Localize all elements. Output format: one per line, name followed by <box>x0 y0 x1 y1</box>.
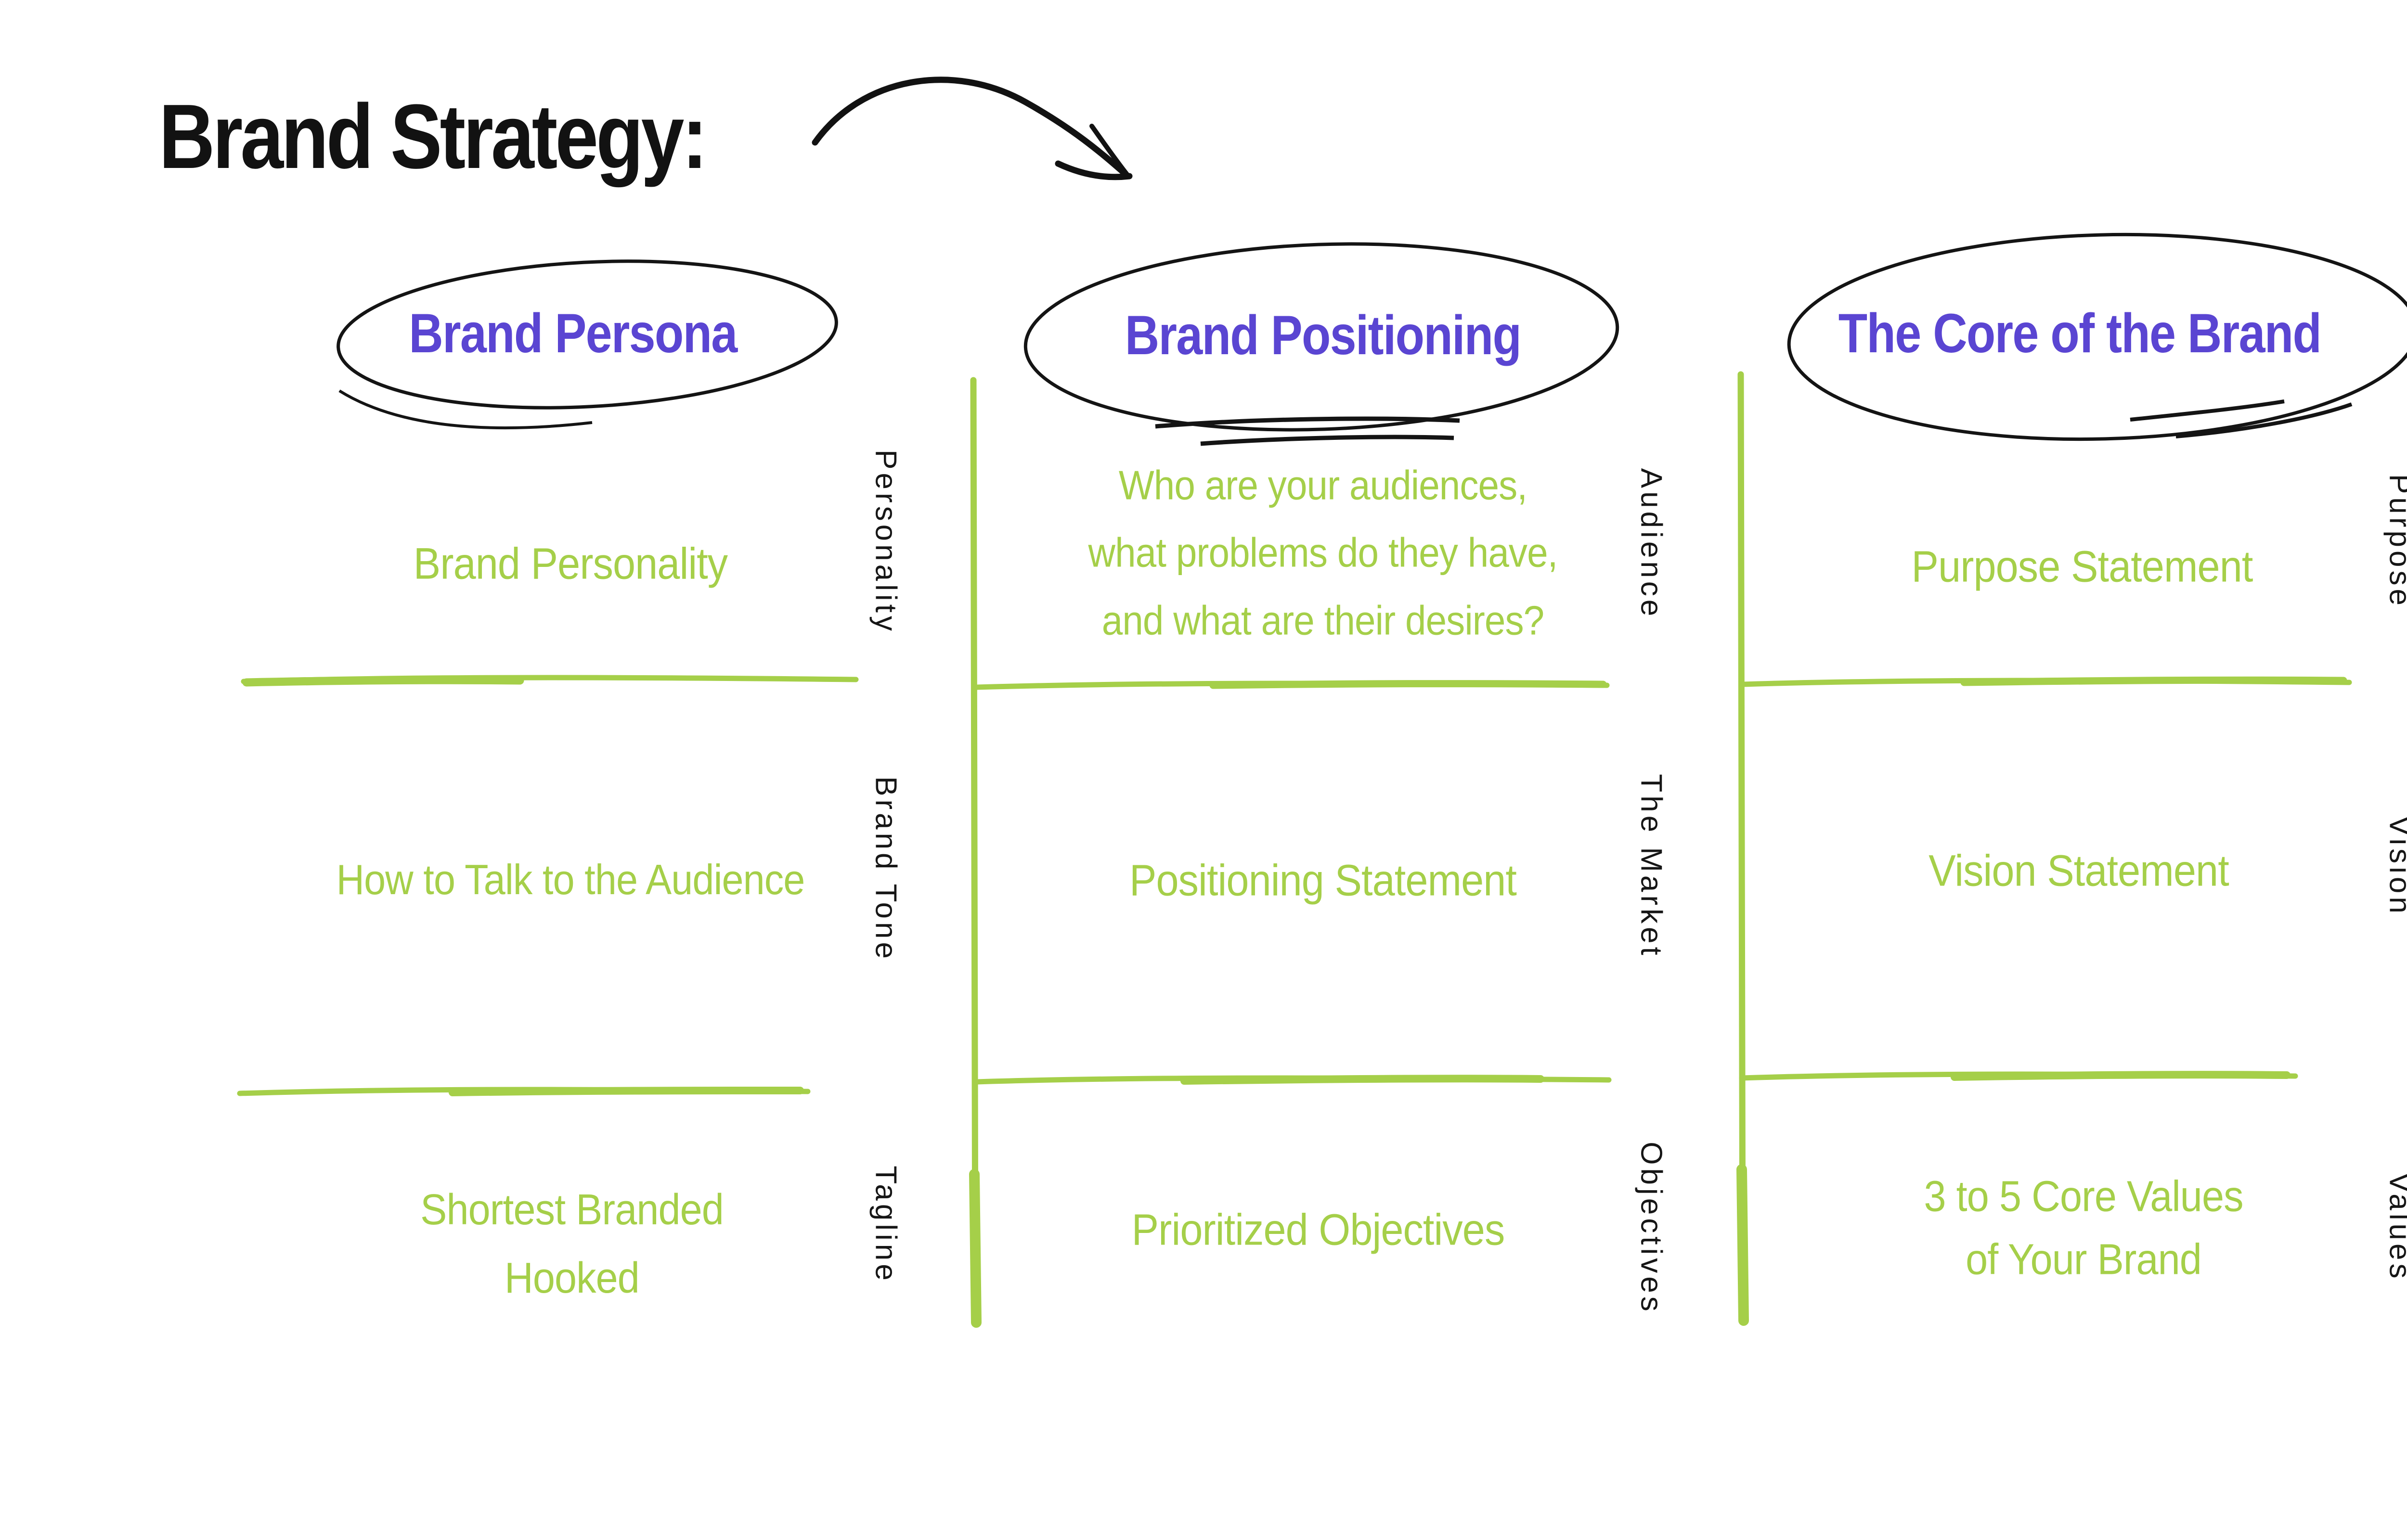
side-label-personality: Personality <box>869 449 903 634</box>
cell-tagline-content: Shortest Branded Hooked <box>420 1185 724 1302</box>
column-header-brand-positioning: Brand Positioning <box>1125 305 1522 366</box>
side-label-the-market: The Market <box>1634 774 1668 959</box>
ellipse-brand-positioning <box>1023 242 1619 446</box>
divider-col2-row1-marker <box>1209 680 1607 689</box>
ellipse-underline-1 <box>1155 416 1460 429</box>
ellipse-core-of-brand <box>1787 232 2407 441</box>
ellipse-sketch-arc <box>338 389 593 430</box>
cell-purpose-statement: Purpose Statement <box>1911 542 2253 591</box>
cell-positioning-statement: Positioning Statement <box>1129 856 1517 905</box>
divider-col3-row1-marker <box>1960 676 2347 686</box>
ellipse-brand-persona <box>336 259 838 430</box>
side-label-values: Values <box>2383 1172 2407 1282</box>
ellipse-sketch-arc-1 <box>2130 399 2285 422</box>
vertical-rules <box>969 371 1749 1328</box>
vertical-rule-right <box>1737 371 1746 1297</box>
cell-audience-questions: Who are your audiences, what problems do… <box>1088 462 1558 644</box>
divider-col1-row2-marker <box>449 1087 804 1096</box>
side-label-brand-tone: Brand Tone <box>869 776 903 962</box>
divider-col1-row1-marker <box>242 676 524 687</box>
cell-vision-statement: Vision Statement <box>1928 846 2229 896</box>
ellipse-underline-2 <box>1200 435 1454 446</box>
vertical-rule-middle <box>970 377 979 1298</box>
vertical-rule-right-marker <box>1736 1164 1749 1326</box>
curved-arrow-icon <box>812 77 1133 180</box>
arrow-barb-left <box>1055 160 1133 180</box>
ellipse-sketch-arc-2 <box>2175 402 2353 438</box>
side-label-purpose: Purpose <box>2383 474 2407 609</box>
divider-col2-row2-marker <box>1180 1075 1544 1085</box>
cell-core-values: 3 to 5 Core Values of Your Brand <box>1924 1172 2243 1284</box>
arrow-barb-top <box>1089 124 1131 179</box>
divider-col3-row2-marker <box>1951 1071 2291 1081</box>
arrow-shaft <box>812 77 1128 177</box>
row-dividers <box>237 675 2352 1096</box>
column-header-core-of-brand: The Core of the Brand <box>1838 303 2322 364</box>
side-label-tagline: Tagline <box>869 1166 903 1284</box>
side-label-vision: Vision <box>2383 816 2407 917</box>
side-label-audience: Audience <box>1634 468 1668 620</box>
cell-brand-personality: Brand Personality <box>413 539 728 589</box>
vertical-rule-middle-marker <box>969 1169 982 1328</box>
page-title: Brand Strategy: <box>159 86 708 188</box>
cell-how-to-talk: How to Talk to the Audience <box>336 856 805 903</box>
cell-prioritized-objectives: Prioritized Objectives <box>1131 1205 1505 1255</box>
column-header-brand-persona: Brand Persona <box>409 303 738 364</box>
side-label-objectives: Objectives <box>1634 1142 1668 1315</box>
